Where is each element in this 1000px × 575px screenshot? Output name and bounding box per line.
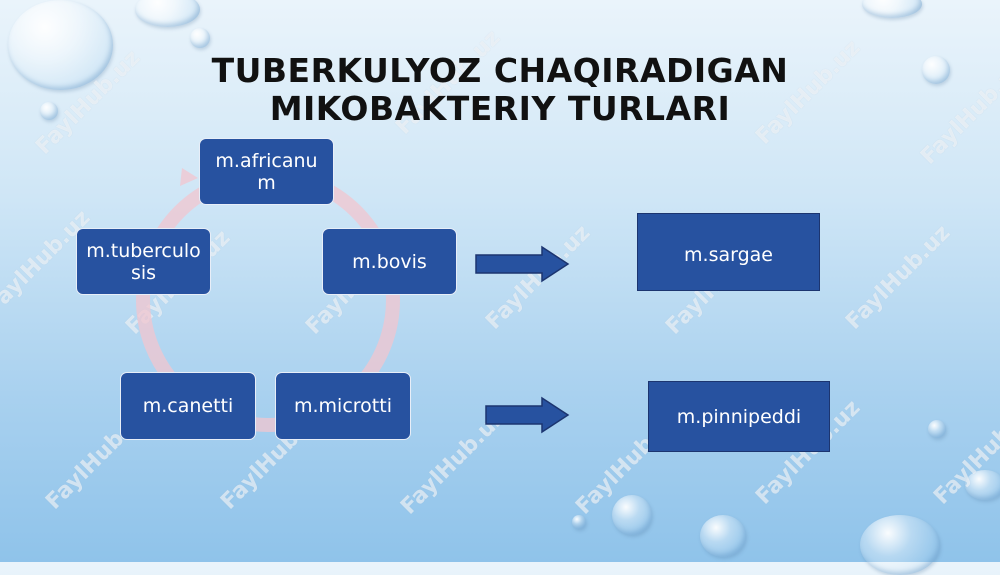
node-m-pinnipeddi: m.pinnipeddi	[648, 381, 830, 452]
water-drop-decoration	[862, 0, 922, 18]
slide-title: TUBERKULYOZ CHAQIRADIGAN MIKOBAKTERIY TU…	[150, 52, 850, 128]
water-drop-decoration	[8, 0, 113, 90]
right-arrow-icon	[485, 396, 570, 434]
water-drop-decoration	[965, 470, 1000, 500]
water-drop-decoration	[700, 515, 746, 557]
water-drop-decoration	[928, 420, 946, 438]
node-m-sargae: m.sargae	[637, 213, 820, 291]
node-m-microtti: m.microtti	[275, 372, 411, 440]
water-drop-decoration	[572, 515, 586, 529]
node-m-bovis: m.bovis	[322, 228, 457, 295]
water-drop-decoration	[135, 0, 200, 27]
title-line-1: TUBERKULYOZ CHAQIRADIGAN	[211, 51, 789, 90]
water-drop-decoration	[190, 28, 210, 48]
water-drop-decoration	[40, 102, 58, 120]
node-m-africanum: m.africanum	[199, 138, 334, 205]
water-drop-decoration	[612, 495, 652, 535]
right-arrow-icon	[475, 245, 570, 283]
node-m-tuberculosis: m.tuberculosis	[76, 228, 211, 295]
water-drop-decoration	[922, 56, 950, 84]
node-m-canetti: m.canetti	[120, 372, 256, 440]
title-line-2: MIKOBAKTERIY TURLARI	[269, 89, 731, 128]
